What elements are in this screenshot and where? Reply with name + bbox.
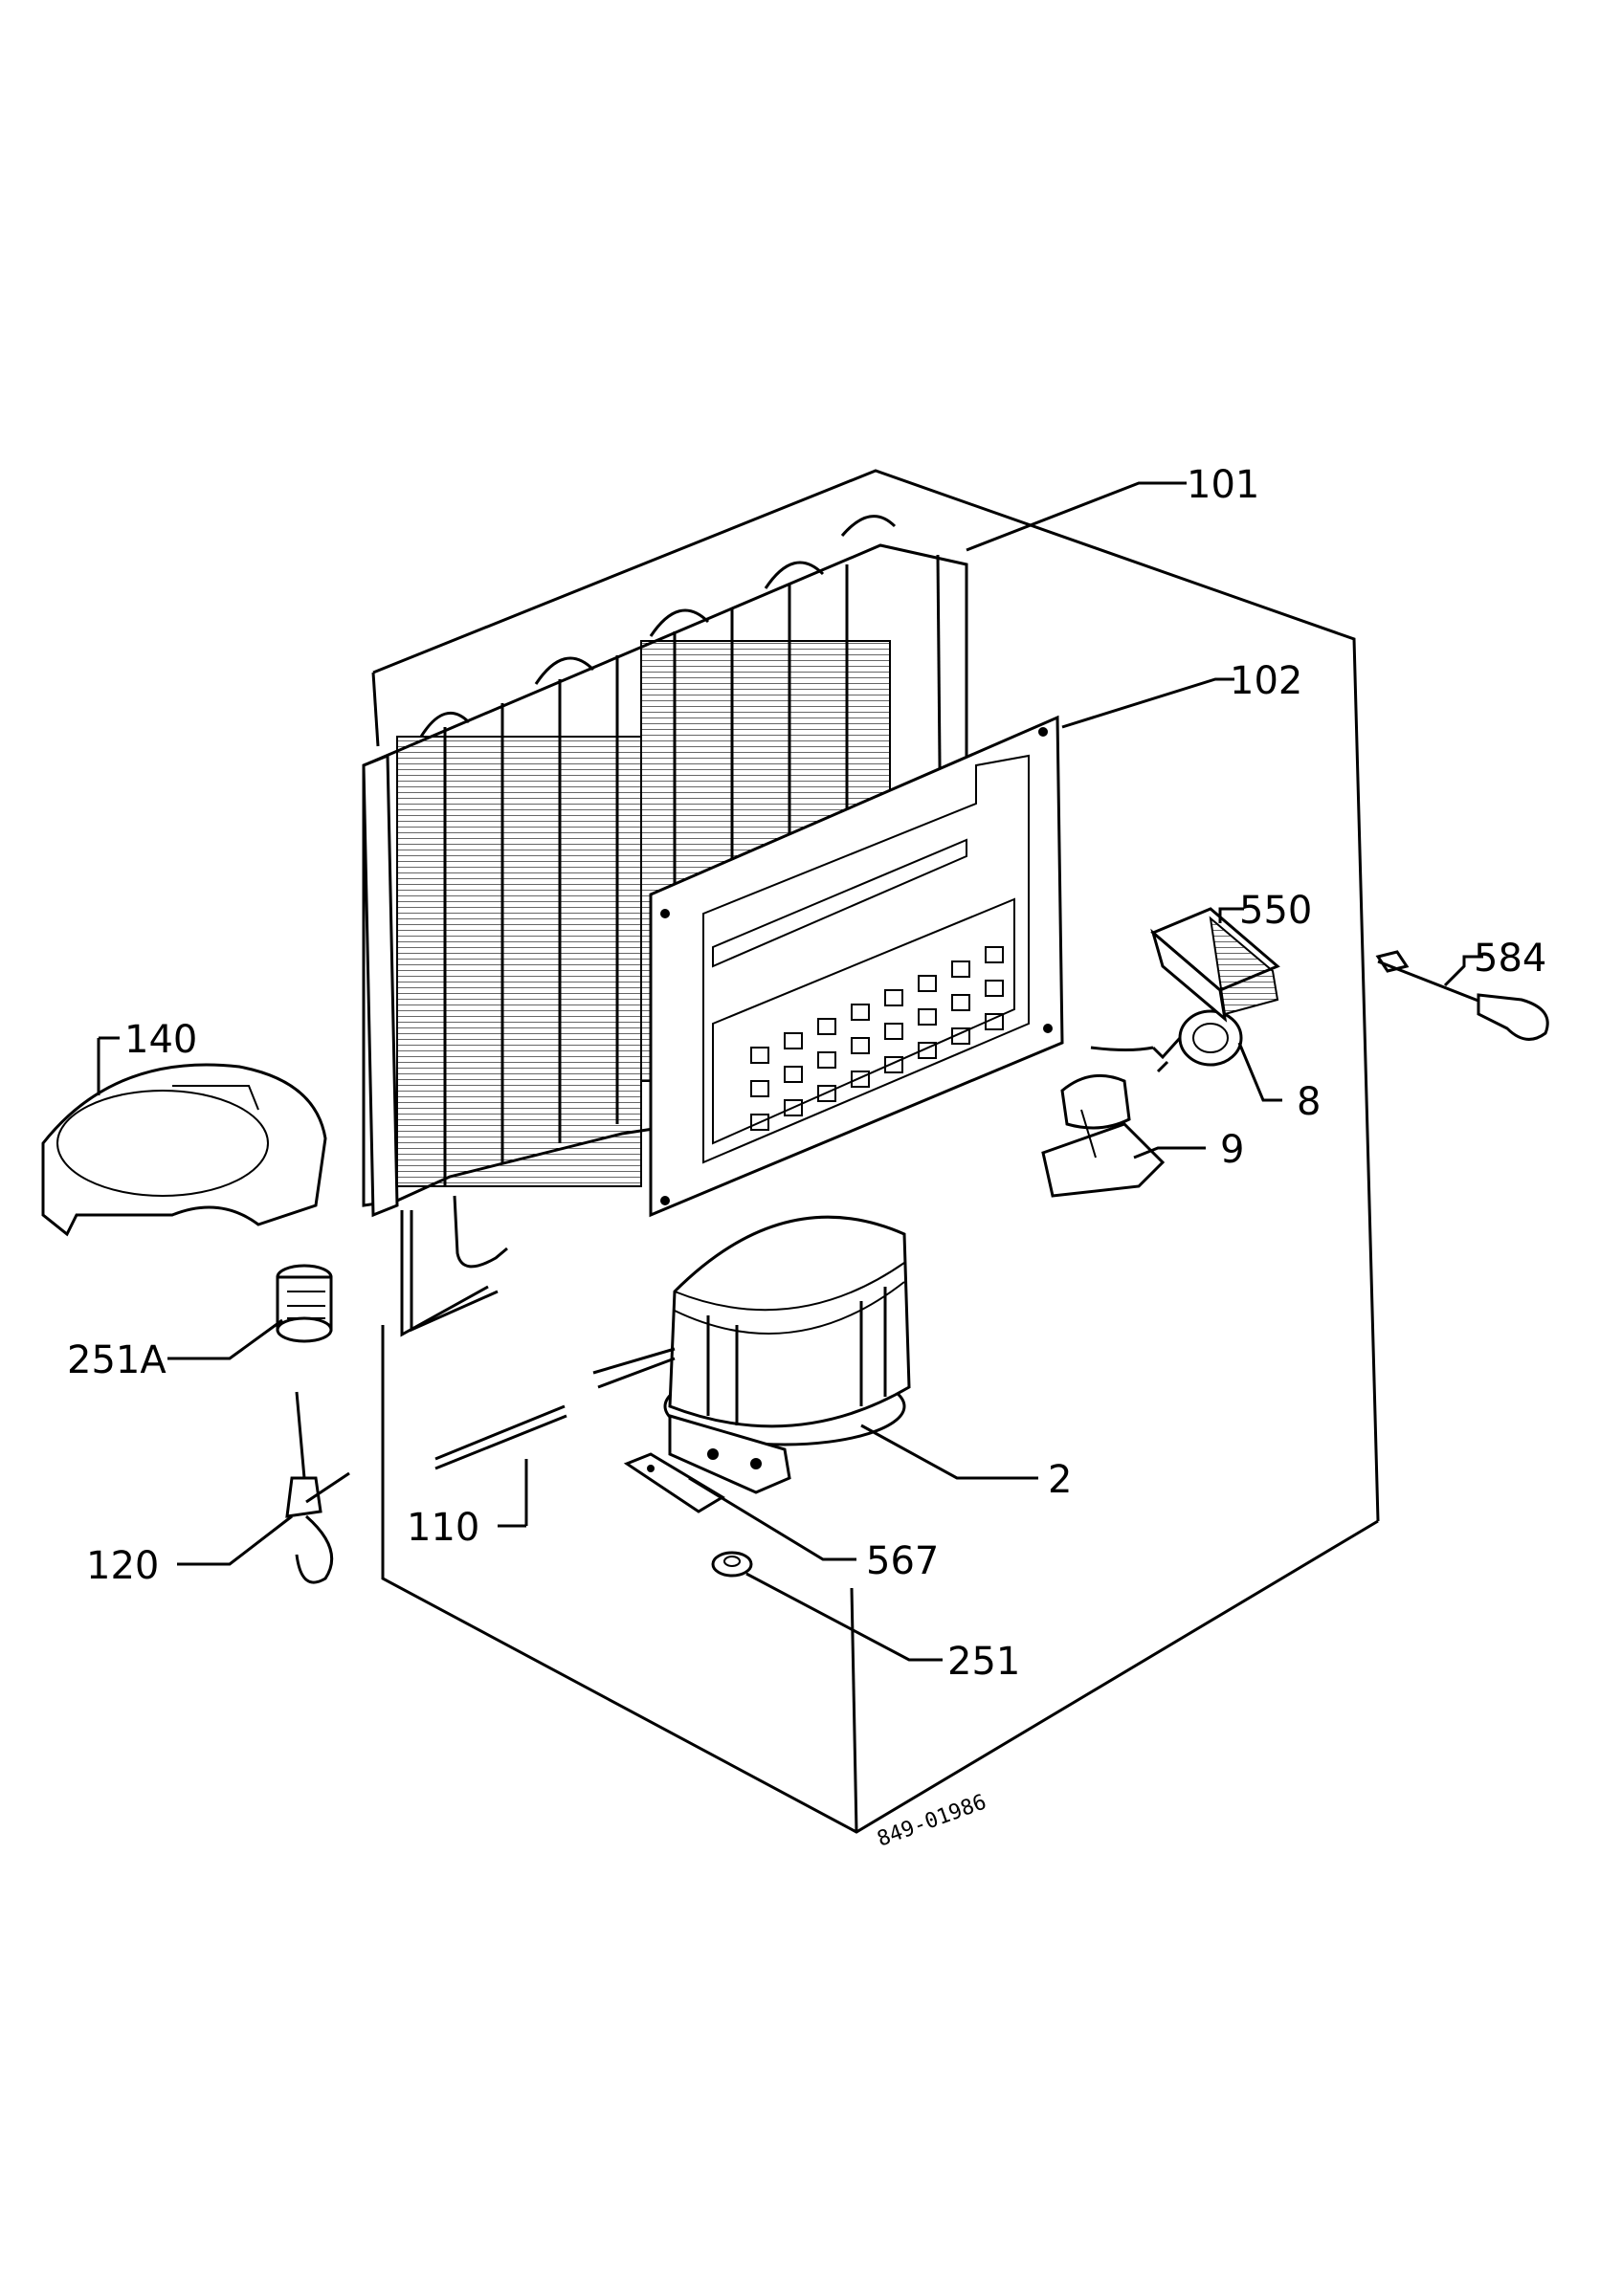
label-567: 567: [866, 1539, 939, 1583]
starter-relay: [1090, 1009, 1243, 1073]
label-251a: 251A: [67, 1338, 167, 1382]
condenser-tube-bends: [419, 515, 897, 738]
part-labels: 101 102 550 584 140 8 9 251A 2 110 567 1…: [67, 463, 1546, 1684]
compressor: [592, 1215, 911, 1494]
tube: [434, 1404, 567, 1470]
label-101: 101: [1187, 463, 1259, 507]
control-panel: [649, 715, 1064, 1218]
compressor-ribs: [706, 1287, 887, 1425]
label-2: 2: [1048, 1458, 1072, 1502]
label-550: 550: [1239, 889, 1312, 933]
control-panel-buttons: [750, 946, 1004, 1131]
leader-lines: [97, 481, 1483, 1662]
label-140: 140: [124, 1018, 197, 1062]
label-9: 9: [1220, 1128, 1244, 1172]
label-120: 120: [86, 1544, 159, 1588]
sensor-plug: [1375, 950, 1549, 1041]
thermal-protector: [1041, 1073, 1166, 1198]
filter-drier: [276, 1264, 333, 1343]
label-8: 8: [1297, 1080, 1321, 1124]
label-102: 102: [1230, 659, 1302, 703]
drip-tray: [41, 1063, 327, 1237]
label-584: 584: [1474, 937, 1546, 981]
filling-valve: [285, 1391, 350, 1584]
drawing-code: 849-01986: [875, 1790, 990, 1851]
bracket: [1150, 907, 1280, 1023]
grommet: [711, 1551, 753, 1578]
label-251: 251: [947, 1640, 1020, 1684]
label-110: 110: [407, 1506, 479, 1550]
